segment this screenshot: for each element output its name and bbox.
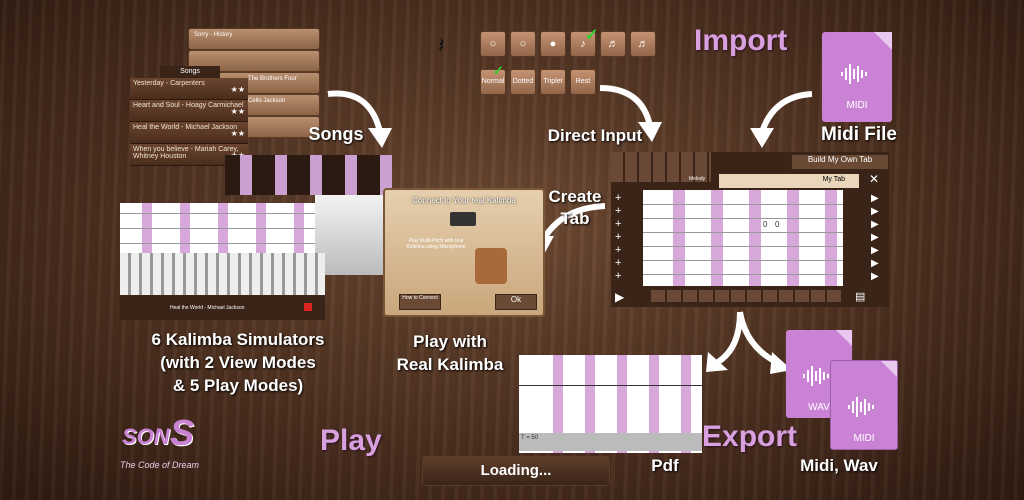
arrow-icon xyxy=(327,90,392,148)
tab-editor-screenshot: Build My Own Tab My Tab Melody ✕ 0 0 +++… xyxy=(611,152,889,307)
loading-bar: Loading... xyxy=(422,456,610,486)
midi-wav-label: Midi, Wav xyxy=(800,456,878,475)
song-title: The Brothers Four xyxy=(248,76,297,82)
thirtysecond-note-button[interactable]: ♬ xyxy=(630,31,656,57)
songs-label: Songs xyxy=(308,124,364,144)
direct-input-label: Direct Input xyxy=(547,126,643,145)
sonos-logo: SON S The Code of Dream xyxy=(120,412,200,470)
tab-grid[interactable]: 0 0 xyxy=(643,190,843,286)
file-type-label: MIDI xyxy=(846,100,868,111)
song-title: Cello Jackson xyxy=(248,98,286,104)
phone-icon xyxy=(450,212,476,226)
song-list-item[interactable]: Heart and Soul - Hoagy Carmichael★★ xyxy=(130,100,248,122)
settings-icon[interactable]: ✕ xyxy=(869,172,880,186)
quarter-note-button[interactable]: ● xyxy=(540,31,566,57)
kalimba-icon xyxy=(475,248,507,284)
stop-button[interactable] xyxy=(304,303,312,311)
whole-note-button[interactable]: ○ xyxy=(480,31,506,57)
play-label: Play xyxy=(320,424,382,457)
checkmark-icon: ✓ xyxy=(585,27,599,44)
midi-import-file-icon: MIDI xyxy=(822,32,892,122)
simulators-label: 6 Kalimba Simulators (with 2 View Modes … xyxy=(151,330,325,395)
how-to-connect-button[interactable]: How to Connect xyxy=(399,294,441,310)
midi-file-label: Midi File xyxy=(821,124,897,145)
arrow-icon xyxy=(599,85,662,142)
half-note-button[interactable]: ○ xyxy=(510,31,536,57)
plus-button-column[interactable]: +++++++ xyxy=(615,192,622,282)
build-tab-button[interactable]: Build My Own Tab xyxy=(791,154,889,170)
dialog-body: Play Multi-Pitch with real Kalimba using… xyxy=(406,238,466,250)
import-label: Import xyxy=(694,24,788,57)
file-type-label: WAV xyxy=(808,402,830,413)
export-label: Export xyxy=(702,420,798,453)
song-list-panel: Songs Yesterday - Carpenters★★ Heart and… xyxy=(130,66,248,166)
loading-text: Loading... xyxy=(480,462,552,479)
normal-button[interactable]: Normal xyxy=(480,69,506,95)
eighth-note-button[interactable]: ♪ xyxy=(570,31,596,57)
triplet-button[interactable]: Triplet xyxy=(540,69,566,95)
dotted-button[interactable]: Dotted xyxy=(510,69,536,95)
kalimba-simulator-screenshot: Heal the World - Michael Jackson xyxy=(120,155,392,320)
create-tab-label: Create Tab xyxy=(548,187,602,228)
direct-input-toolbar: 𝄽 ○ ○ ● ♪ ♬ ♬ Normal Dotted Triplet Rest… xyxy=(430,25,670,105)
folder-icon[interactable]: ▤ xyxy=(855,291,866,303)
song-title: Heal the World - Michael Jackson xyxy=(170,305,245,311)
file-type-label: MIDI xyxy=(853,433,875,444)
ok-button[interactable]: Ok xyxy=(495,294,537,310)
note: 0 xyxy=(763,220,768,229)
play-arrow-column[interactable]: ▶▶▶▶▶▶▶ xyxy=(871,193,879,282)
play-real-kalimba-label: Play with Real Kalimba xyxy=(396,332,504,374)
song-list-header: Songs xyxy=(160,66,220,78)
rest-button[interactable]: Rest xyxy=(570,69,596,95)
arrow-icon xyxy=(750,91,813,148)
dialog-title: Connect to Your real Kalimba xyxy=(412,196,516,205)
tab-title-field[interactable]: My Tab xyxy=(719,174,859,188)
tempo-label: T = 50 xyxy=(521,435,539,441)
checkmark-icon: ✓ xyxy=(493,63,504,78)
song-title: Sorry - History xyxy=(194,32,233,38)
melody-label: Melody xyxy=(689,176,706,182)
song-list-item[interactable]: Yesterday - Carpenters★★ xyxy=(130,78,248,100)
connect-dialog: Connect to Your real Kalimba Play Multi-… xyxy=(383,188,545,317)
midi-export-file-icon: MIDI xyxy=(830,360,898,450)
note: 0 xyxy=(775,220,780,229)
song-list-item[interactable]: Heal the World - Michael Jackson★★ xyxy=(130,122,248,144)
rest-symbol-icon: 𝄽 xyxy=(438,33,445,58)
pdf-label: Pdf xyxy=(651,456,679,475)
sixteenth-note-button[interactable]: ♬ xyxy=(600,31,626,57)
play-icon[interactable]: ▶ xyxy=(615,290,625,304)
pdf-export-screenshot: T = 50 xyxy=(519,355,702,453)
